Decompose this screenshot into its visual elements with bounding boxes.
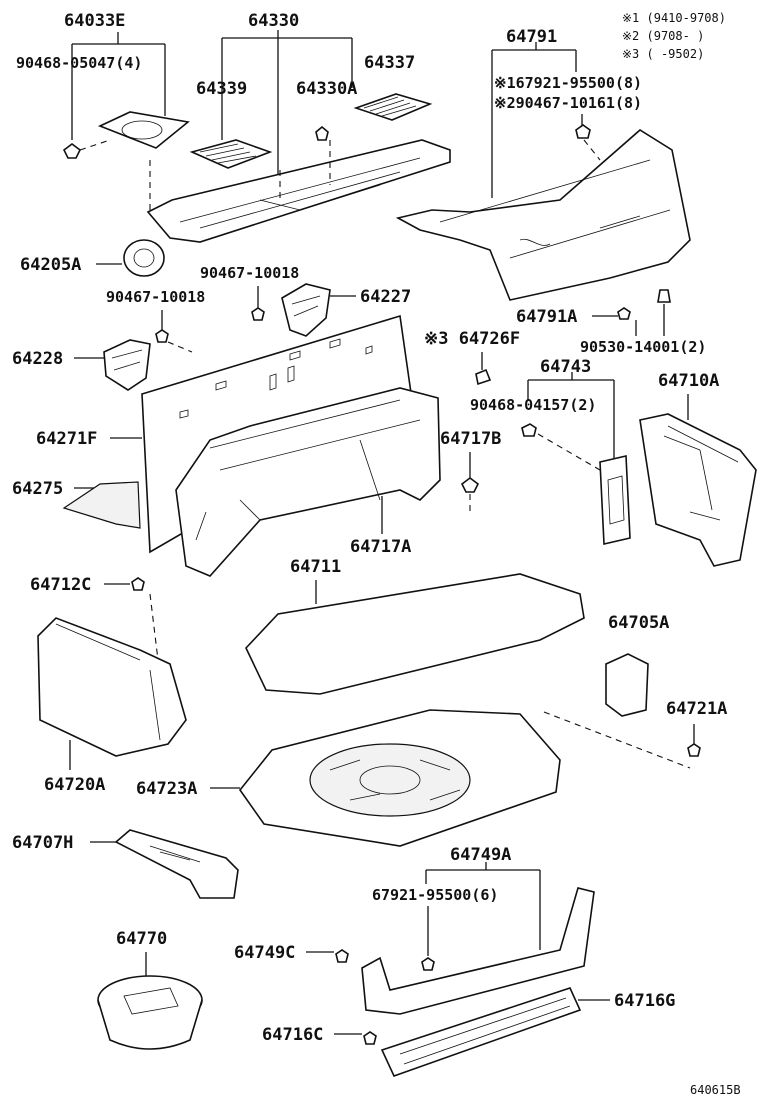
- leader-64791: [491, 42, 577, 198]
- clip-90530: [657, 289, 671, 303]
- label-64339: 64339: [196, 79, 247, 99]
- label-90468-05047: 90468-05047(4): [16, 54, 142, 72]
- side-panel-64710A: [639, 413, 757, 567]
- label-64726F: ※3 64726F: [424, 329, 520, 349]
- figure-code: 640615B: [690, 1083, 741, 1097]
- clip-64717B: [460, 477, 480, 493]
- clip-64716C: [363, 1031, 377, 1045]
- label-64791: 64791: [506, 27, 557, 47]
- leader-64033E: [71, 32, 166, 140]
- label-64712C: 64712C: [30, 575, 91, 595]
- label-64711: 64711: [290, 557, 341, 577]
- label-64717B: 64717B: [440, 429, 501, 449]
- label-64227: 64227: [360, 287, 411, 307]
- label-64749A: 64749A: [450, 845, 511, 865]
- bracket-64743: [599, 455, 631, 545]
- label-64337: 64337: [364, 53, 415, 73]
- side-trim-64717A: [175, 387, 441, 577]
- leader-64743: [527, 372, 615, 460]
- label-64770: 64770: [116, 929, 167, 949]
- grille-64337: [353, 93, 433, 121]
- label-64275: 64275: [12, 479, 63, 499]
- mat-64275: [62, 481, 141, 529]
- bracket-64228: [103, 339, 151, 391]
- clip-64791A: [617, 307, 631, 320]
- clip-90468-04157: [521, 423, 537, 437]
- label-64791A: 64791A: [516, 307, 577, 327]
- label-90530-14001: 90530-14001(2): [580, 338, 706, 356]
- block-64707H: [114, 829, 239, 899]
- clip-64749C: [335, 949, 349, 963]
- label-64707H: 64707H: [12, 833, 73, 853]
- bracket-64705A: [605, 653, 649, 717]
- spare-wheel: [309, 743, 471, 817]
- trunk-lid-trim-64791: [395, 129, 691, 301]
- side-trim-64720A: [37, 617, 187, 757]
- label-64330: 64330: [248, 11, 299, 31]
- scuff-plate-64749A: [361, 887, 595, 1015]
- label-67921-95500-6: 67921-95500(6): [372, 886, 498, 904]
- clip-90467-a: [251, 307, 265, 321]
- mat-64033E: [97, 111, 190, 149]
- label-64710A: 64710A: [658, 371, 719, 391]
- label-64716G: 64716G: [614, 991, 675, 1011]
- clip-67921-95500-6: [421, 957, 435, 971]
- label-64228: 64228: [12, 349, 63, 369]
- label-64705A: 64705A: [608, 613, 669, 633]
- clip-part: [62, 143, 82, 159]
- label-64271F: 64271F: [36, 429, 97, 449]
- label-64330A: 64330A: [296, 79, 357, 99]
- grille-64339: [189, 139, 273, 169]
- label-90468-04157: 90468-04157(2): [470, 396, 596, 414]
- clip-64791: [575, 124, 591, 139]
- legend-note-2: ※2 (9708- ): [622, 29, 704, 43]
- label-67921-95500-8: ※167921-95500(8): [494, 74, 642, 92]
- legend-note-1: ※1 (9410-9708): [622, 11, 726, 25]
- package-tray-64330: [146, 139, 451, 243]
- label-64743: 64743: [540, 357, 591, 377]
- label-64205A: 64205A: [20, 255, 81, 275]
- label-64716C: 64716C: [262, 1025, 323, 1045]
- trunk-mat-64711: [245, 573, 585, 695]
- leader-64330: [221, 30, 353, 205]
- clip-64721A: [687, 743, 701, 757]
- label-64721A: 64721A: [666, 699, 727, 719]
- grommet-64205A: [123, 239, 165, 277]
- part-64726F: [475, 368, 492, 386]
- clip-90467-b: [155, 329, 169, 343]
- legend-note-3: ※3 ( -9502): [622, 47, 704, 61]
- label-90467-10018-a: 90467-10018: [200, 264, 299, 282]
- clip-64712C: [131, 577, 145, 591]
- label-64723A: 64723A: [136, 779, 197, 799]
- label-64717A: 64717A: [350, 537, 411, 557]
- label-64749C: 64749C: [234, 943, 295, 963]
- label-90467-10018-b: 90467-10018: [106, 288, 205, 306]
- leader-64749A: [425, 862, 541, 950]
- bracket-64227: [281, 283, 331, 337]
- label-90467-10161: ※290467-10161(8): [494, 94, 642, 112]
- label-64720A: 64720A: [44, 775, 105, 795]
- label-64033E: 64033E: [64, 11, 125, 31]
- clip-64330A: [315, 125, 329, 141]
